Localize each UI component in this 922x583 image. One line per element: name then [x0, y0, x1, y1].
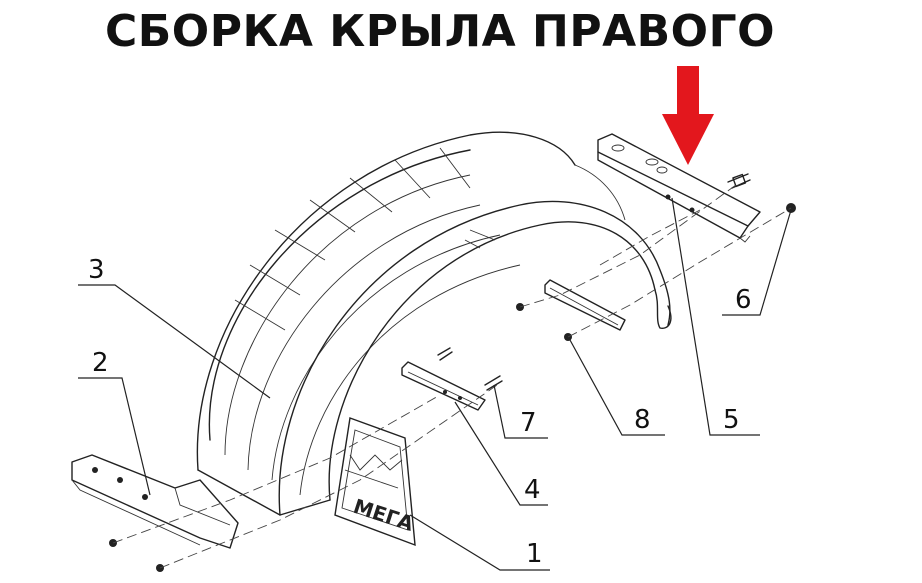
callout-8: 8 — [634, 405, 651, 435]
assembly-axes — [112, 181, 792, 569]
callout-4: 4 — [524, 475, 541, 505]
callout-5: 5 — [723, 405, 740, 435]
left-bracket — [71, 454, 239, 549]
mudflap: МЕГА — [334, 417, 417, 547]
clamp-plate-4 — [401, 361, 486, 411]
right-top-bracket — [597, 133, 761, 243]
leader-lines — [78, 197, 792, 571]
red-down-arrow-icon — [662, 66, 714, 165]
callout-6: 6 — [735, 285, 752, 315]
callout-7: 7 — [520, 408, 537, 438]
callout-3: 3 — [88, 255, 105, 285]
fender-outer — [196, 131, 672, 516]
clamp-plate-8 — [544, 279, 626, 331]
fasteners — [109, 173, 796, 572]
page-title: СБОРКА КРЫЛА ПРАВОГО — [104, 6, 776, 57]
callout-labels: 1 2 3 4 5 6 7 8 — [88, 255, 752, 569]
callout-2: 2 — [92, 348, 109, 378]
callout-1: 1 — [526, 539, 543, 569]
